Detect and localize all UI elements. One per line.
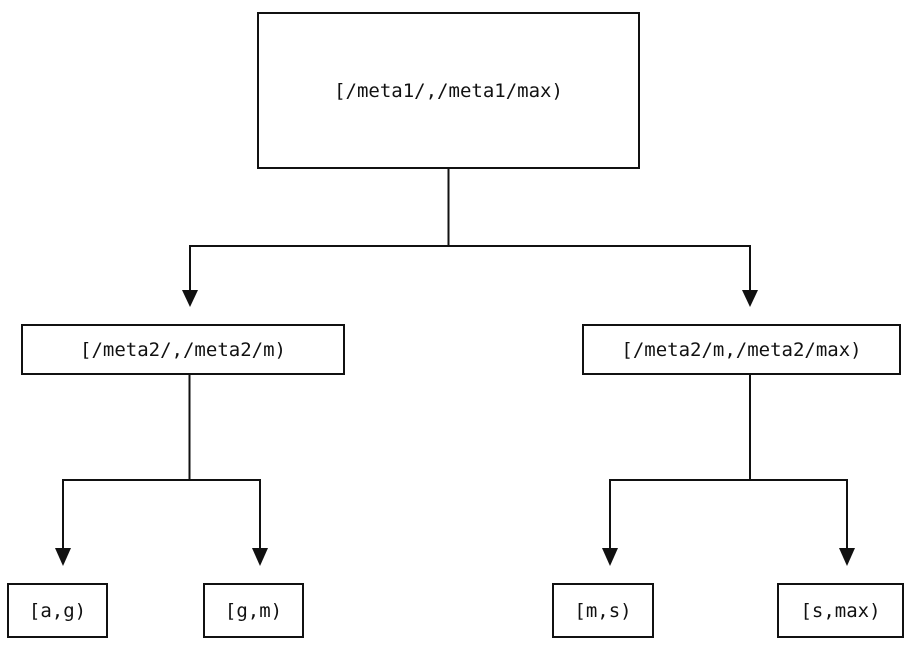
arrowhead-to-leaf-ms-icon [602,548,618,566]
arrowhead-to-leaf-ag-icon [55,548,71,566]
arrowhead-to-left-node-icon [182,290,198,307]
node-meta2-right-box [582,324,901,375]
node-root-box [257,12,640,169]
arrowhead-to-leaf-gm-icon [252,548,268,566]
node-leaf-gm-label: [g,m) [225,600,282,622]
node-root-label: [/meta1/,/meta1/max) [334,80,563,102]
node-leaf-ms-box [552,583,654,638]
node-leaf-ag-box [7,583,108,638]
node-leaf-ms-label: [m,s) [574,600,631,622]
arrowhead-to-leaf-smax-icon [839,548,855,566]
node-leaf-gm-box [203,583,304,638]
node-leaf-ag-label: [a,g) [29,600,86,622]
node-meta2-left-label: [/meta2/,/meta2/m) [80,339,286,361]
arrowhead-to-right-node-icon [742,290,758,307]
node-leaf-smax-label: [s,max) [800,600,880,622]
node-leaf-smax-box [777,583,904,638]
node-meta2-right-label: [/meta2/m,/meta2/max) [621,339,861,361]
node-meta2-left-box [21,324,345,375]
